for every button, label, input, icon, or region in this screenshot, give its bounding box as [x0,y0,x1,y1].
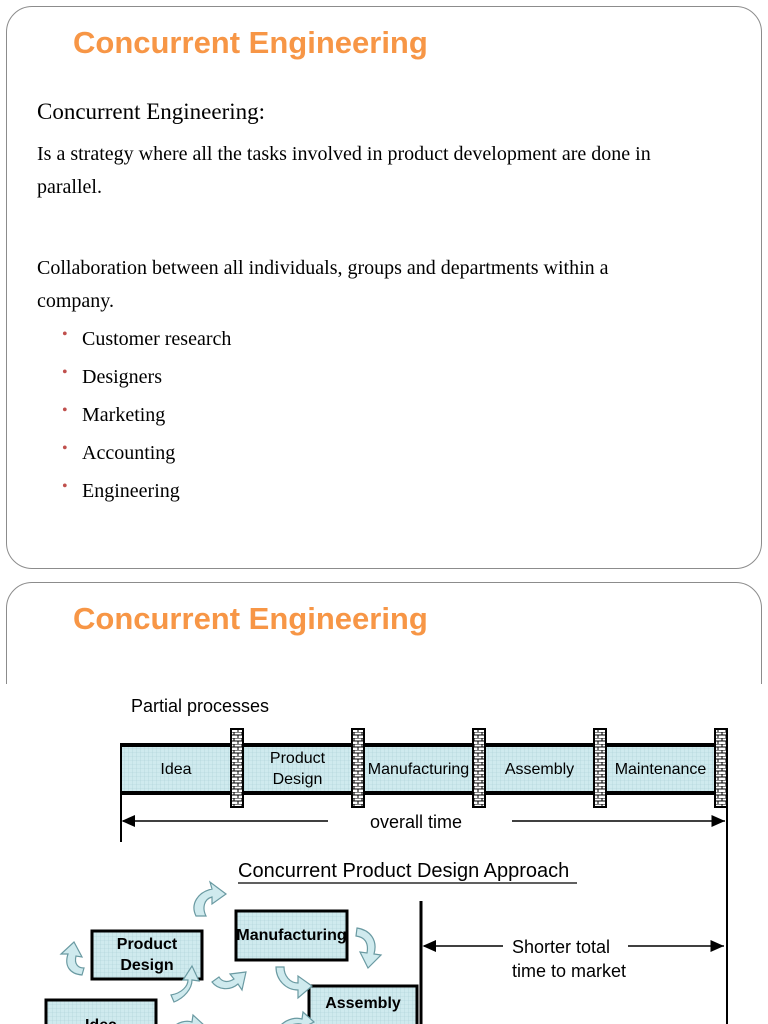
milestone-marker [593,728,607,808]
bullet-list: • Customer research • Designers • Marketing… [57,325,231,515]
diagram-heading: Partial processes [131,696,270,716]
bullet-icon: • [62,364,68,381]
milestone-marker [714,728,728,808]
overall-time-label: overall time [370,812,463,832]
box-label-product-design: Product Design [116,936,178,974]
milestone-marker [230,728,244,808]
subheading: Concurrent Engineering: [37,99,266,124]
stage-label-product-design: Product Design [269,750,326,788]
timeline-bar [121,745,727,793]
cycle-arrows [59,880,383,1024]
bullet-text: Designers [82,366,162,388]
slide-title: Concurrent Engineering [73,601,428,636]
bullet-icon: • [62,326,68,343]
bullet-icon: • [62,440,68,457]
slide-title: Concurrent Engineering [73,25,428,60]
bullet-text: Engineering [82,480,180,502]
process-diagram: Partial processes Idea Product Design Ma… [0,684,768,1024]
milestone-marker [351,728,365,808]
list-item: • Accounting [57,439,231,477]
milestone-marker [472,728,486,808]
stage-label-assembly: Assembly [504,760,575,778]
box-label-assembly: Assembly [325,994,401,1012]
bullet-icon: • [62,478,68,495]
stage-label-idea: Idea [160,760,192,778]
manufacturing-box [234,909,349,962]
list-item: • Engineering [57,477,231,515]
list-item: • Designers [57,363,231,401]
product-design-box [90,929,204,981]
box-label-idea: Idea [48,1014,154,1024]
bullet-text: Accounting [82,442,176,464]
collaboration-paragraph: Collaboration between all individuals, g… [37,257,609,312]
bullet-text: Customer research [82,328,232,350]
bullet-icon: • [62,402,68,419]
assembly-box [307,984,419,1024]
list-item: • Marketing [57,401,231,439]
diagram-graphics [44,728,728,1024]
idea-box [44,998,158,1024]
list-item: • Customer research [57,325,231,363]
slide-1: Concurrent Engineering Concurrent Engine… [6,6,762,569]
stage-label-maintenance: Maintenance [614,760,707,778]
stage-label-manufacturing: Manufacturing [367,760,470,778]
shorter-time-label: Shorter total time to market [512,937,627,981]
bullet-text: Marketing [82,404,166,426]
approach-title: Concurrent Product Design Approach [238,860,570,882]
definition-paragraph: Is a strategy where all the tasks involv… [37,143,651,198]
box-label-manufacturing: Manufacturing [236,927,347,944]
